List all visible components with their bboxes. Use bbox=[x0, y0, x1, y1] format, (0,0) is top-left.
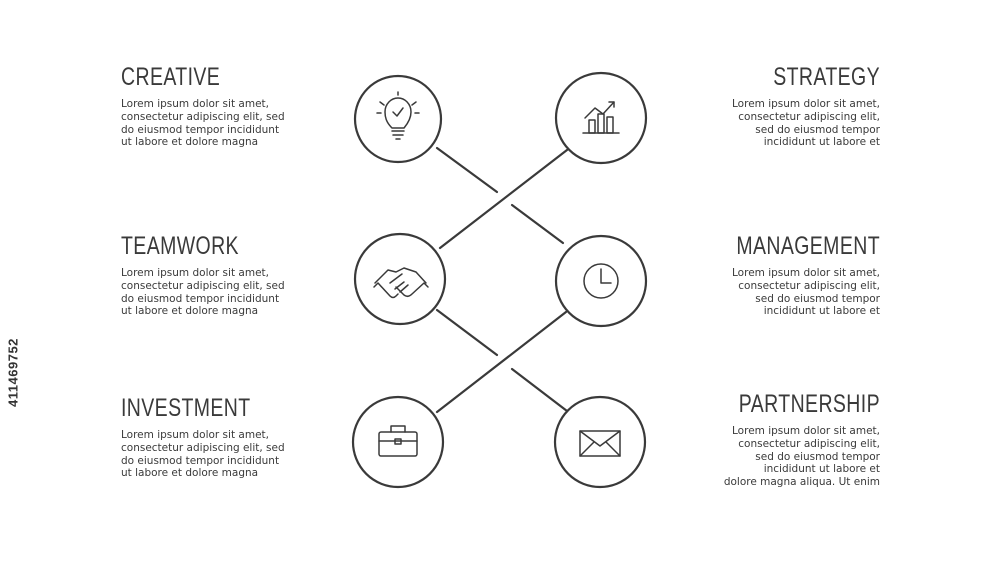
briefcase-icon bbox=[378, 425, 418, 457]
body-line: Lorem ipsum dolor sit amet, bbox=[121, 267, 269, 279]
item-title: INVESTMENT bbox=[121, 394, 251, 422]
handshake-icon bbox=[373, 267, 429, 299]
connector-line bbox=[510, 367, 569, 413]
body-line: do eiusmod tempor incididunt bbox=[121, 123, 280, 136]
body-line: incididunt ut labore et bbox=[763, 463, 880, 476]
body-line: ut labore et dolore magna bbox=[121, 305, 259, 318]
body-line: Lorem ipsum dolor sit amet, bbox=[732, 425, 880, 437]
item-body: Lorem ipsum dolor sit amet, consectetur … bbox=[690, 267, 880, 318]
image-id-label: 411469752 bbox=[5, 338, 21, 407]
node-circle-investment bbox=[351, 395, 445, 489]
body-line: incididunt ut labore et bbox=[763, 305, 880, 318]
body-line: do eiusmod tempor incididunt bbox=[121, 292, 280, 305]
node-circle-strategy bbox=[554, 71, 648, 165]
bar-chart-icon bbox=[582, 101, 620, 134]
body-line: consectetur adipiscing elit, sed bbox=[121, 279, 285, 292]
item-strategy: STRATEGY Lorem ipsum dolor sit amet, con… bbox=[690, 62, 880, 149]
body-line: Lorem ipsum dolor sit amet, bbox=[732, 267, 880, 279]
node-circle-management bbox=[554, 234, 648, 328]
body-line: ut labore et dolore magna bbox=[121, 467, 259, 480]
item-body: Lorem ipsum dolor sit amet, consectetur … bbox=[690, 98, 880, 149]
body-line: consectetur adipiscing elit, sed bbox=[121, 110, 285, 123]
body-line: Lorem ipsum dolor sit amet, bbox=[121, 98, 269, 110]
body-line: consectetur adipiscing elit, sed bbox=[121, 441, 285, 454]
body-line: Lorem ipsum dolor sit amet, bbox=[732, 98, 880, 110]
item-body: Lorem ipsum dolor sit amet, consectetur … bbox=[121, 267, 311, 318]
clock-icon bbox=[583, 263, 619, 299]
item-title: CREATIVE bbox=[121, 63, 221, 91]
node-circle-teamwork bbox=[353, 232, 447, 326]
body-line: consectetur adipiscing elit, bbox=[738, 437, 880, 450]
body-line: consectetur adipiscing elit, bbox=[738, 279, 880, 292]
body-line: dolore magna aliqua. Ut enim bbox=[723, 476, 880, 489]
item-title: MANAGEMENT bbox=[736, 232, 880, 260]
envelope-icon bbox=[579, 430, 621, 457]
body-line: consectetur adipiscing elit, bbox=[738, 110, 880, 123]
item-body: Lorem ipsum dolor sit amet, consectetur … bbox=[690, 425, 880, 489]
lightbulb-icon bbox=[376, 91, 420, 140]
connector-line bbox=[435, 310, 568, 414]
body-line: incididunt ut labore et bbox=[763, 136, 880, 149]
body-line: sed do eiusmod tempor bbox=[755, 123, 880, 136]
node-circle-creative bbox=[353, 74, 443, 164]
body-line: Lorem ipsum dolor sit amet, bbox=[121, 429, 269, 441]
connector-line bbox=[510, 203, 565, 245]
node-circle-partnership bbox=[553, 395, 647, 489]
body-line: do eiusmod tempor incididunt bbox=[121, 454, 280, 467]
item-body: Lorem ipsum dolor sit amet, consectetur … bbox=[121, 429, 311, 480]
item-creative: CREATIVE Lorem ipsum dolor sit amet, con… bbox=[121, 62, 311, 149]
item-title: PARTNERSHIP bbox=[738, 390, 880, 418]
item-investment: INVESTMENT Lorem ipsum dolor sit amet, c… bbox=[121, 393, 311, 480]
item-title: STRATEGY bbox=[773, 63, 880, 91]
item-management: MANAGEMENT Lorem ipsum dolor sit amet, c… bbox=[690, 231, 880, 318]
item-teamwork: TEAMWORK Lorem ipsum dolor sit amet, con… bbox=[121, 231, 311, 318]
item-body: Lorem ipsum dolor sit amet, consectetur … bbox=[121, 98, 311, 149]
connector-line bbox=[438, 148, 569, 250]
item-partnership: PARTNERSHIP Lorem ipsum dolor sit amet, … bbox=[690, 389, 880, 489]
body-line: sed do eiusmod tempor bbox=[755, 450, 880, 463]
body-line: ut labore et dolore magna bbox=[121, 136, 259, 149]
body-line: sed do eiusmod tempor bbox=[755, 292, 880, 305]
connector-line bbox=[435, 308, 499, 357]
connector-line bbox=[435, 146, 499, 194]
item-title: TEAMWORK bbox=[121, 232, 239, 260]
